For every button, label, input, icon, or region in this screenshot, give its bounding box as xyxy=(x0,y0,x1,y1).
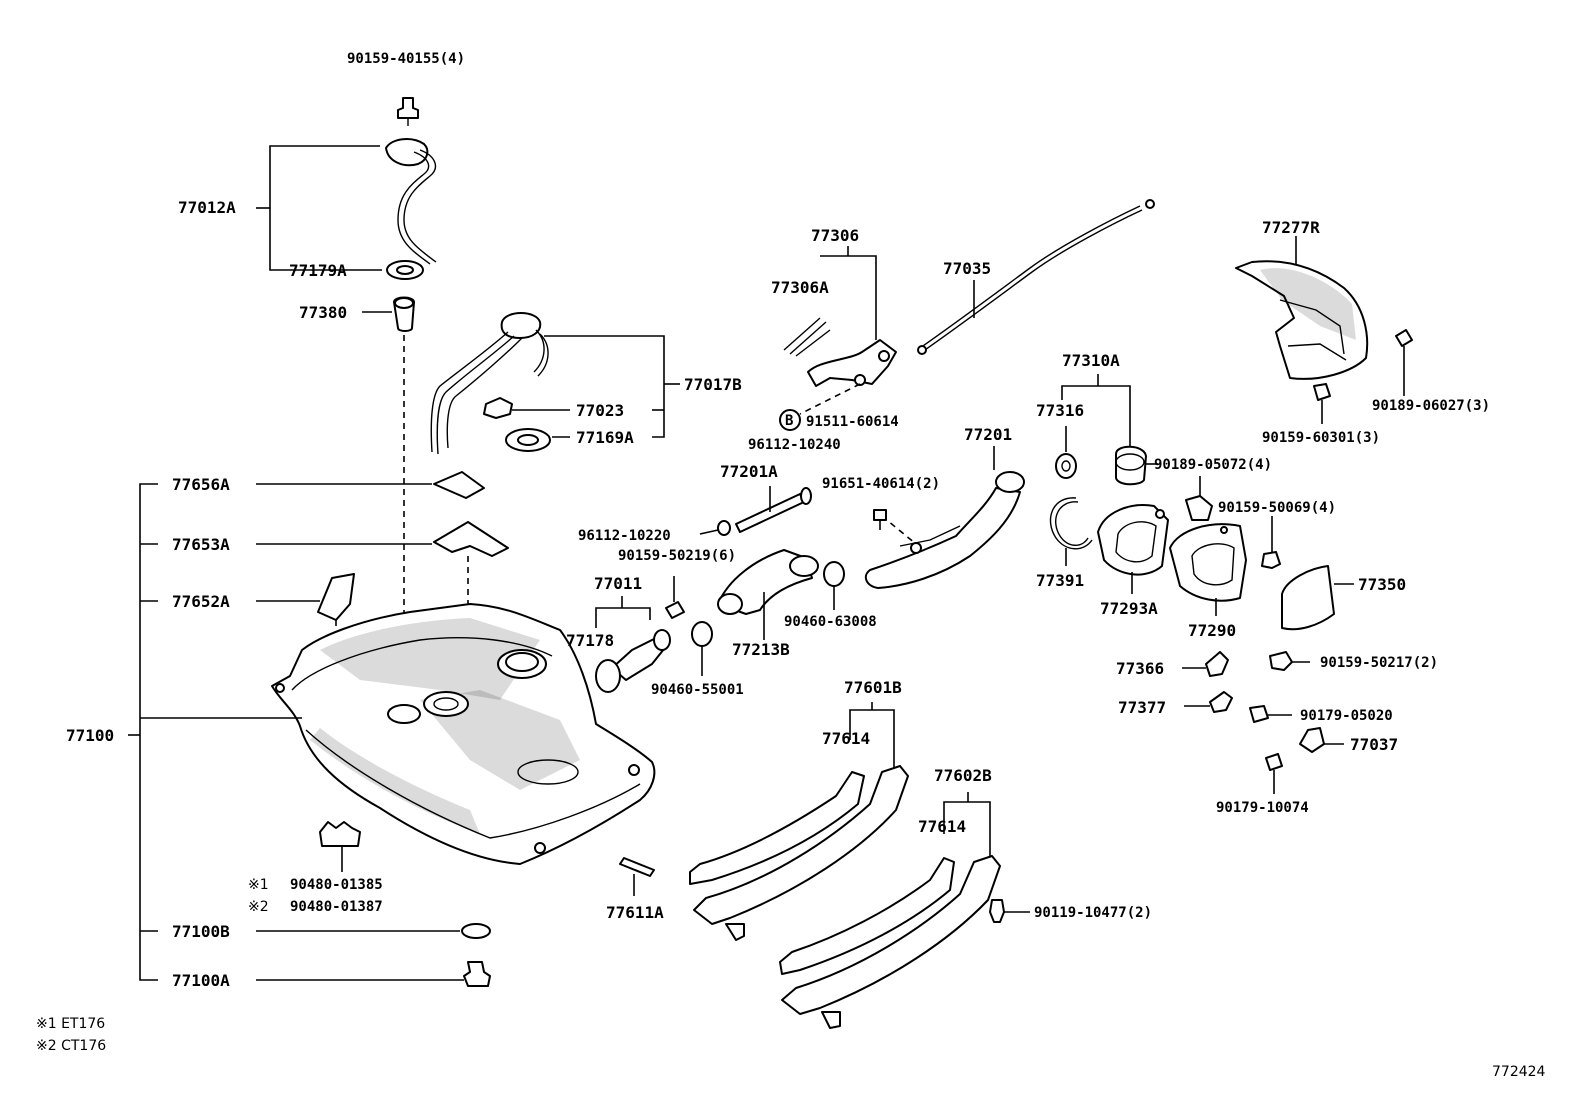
tank-band-group xyxy=(619,702,1030,1029)
label-77380: 77380 xyxy=(299,303,347,322)
label-77023: 77023 xyxy=(576,401,624,420)
label-77100B: 77100B xyxy=(172,922,230,941)
fuel-tank-group xyxy=(128,471,656,987)
label-90189-06027: 90189-06027(3) xyxy=(1372,398,1490,414)
label-77614-upper: 77614 xyxy=(822,729,870,748)
label-77179A: 77179A xyxy=(289,261,347,280)
legend-line-2: ※2 CT176 xyxy=(36,1038,106,1054)
label-90159-60301: 90159-60301(3) xyxy=(1262,430,1380,446)
label-91511-60614: 91511-60614 xyxy=(806,414,899,430)
label-77306A: 77306A xyxy=(771,278,829,297)
label-90189-05072: 90189-05072(4) xyxy=(1154,457,1272,473)
marker-circle-b: B xyxy=(785,413,793,429)
figure-number: 772424 xyxy=(1492,1064,1546,1080)
legend-line-1: ※1 ET176 xyxy=(36,1016,105,1032)
label-77614-lower: 77614 xyxy=(918,817,966,836)
label-77601B: 77601B xyxy=(844,678,902,697)
label-77100: 77100 xyxy=(66,726,114,745)
label-90480-01387: 90480-01387 xyxy=(290,899,383,915)
label-77656A: 77656A xyxy=(172,475,230,494)
label-90179-10074: 90179-10074 xyxy=(1216,800,1309,816)
filler-pipe-group xyxy=(595,199,1155,693)
part-labels: 90159-40155(4) 77012A 77179A 77380 77017… xyxy=(66,51,1490,990)
legend: ※1 ET176 ※2 CT176 xyxy=(36,1016,106,1054)
label-90159-40155: 90159-40155(4) xyxy=(347,51,465,67)
label-90460-55001: 90460-55001 xyxy=(651,682,744,698)
note-marker-1: ※1 xyxy=(248,877,269,893)
label-77652A: 77652A xyxy=(172,592,230,611)
label-77377: 77377 xyxy=(1118,698,1166,717)
filler-door-group xyxy=(1049,236,1413,794)
label-77201A: 77201A xyxy=(720,462,778,481)
label-96112-10240: 96112-10240 xyxy=(748,437,841,453)
label-77306: 77306 xyxy=(811,226,859,245)
label-90159-50069: 90159-50069(4) xyxy=(1218,500,1336,516)
label-77602B: 77602B xyxy=(934,766,992,785)
label-77178: 77178 xyxy=(566,631,614,650)
label-77213B: 77213B xyxy=(732,640,790,659)
label-77277R: 77277R xyxy=(1262,218,1320,237)
label-77169A: 77169A xyxy=(576,428,634,447)
label-77293A: 77293A xyxy=(1100,599,1158,618)
label-77653A: 77653A xyxy=(172,535,230,554)
label-77290: 77290 xyxy=(1188,621,1236,640)
label-96112-10220: 96112-10220 xyxy=(578,528,671,544)
label-77011: 77011 xyxy=(594,574,642,593)
label-77350: 77350 xyxy=(1358,575,1406,594)
label-77037: 77037 xyxy=(1350,735,1398,754)
label-90159-50219: 90159-50219(6) xyxy=(618,548,736,564)
label-90480-01385: 90480-01385 xyxy=(290,877,383,893)
label-90460-63008: 90460-63008 xyxy=(784,614,877,630)
label-91651-40614: 91651-40614(2) xyxy=(822,476,940,492)
fuel-pump-tube-group xyxy=(430,312,680,455)
label-77035: 77035 xyxy=(943,259,991,278)
label-77201: 77201 xyxy=(964,425,1012,444)
label-90159-50217: 90159-50217(2) xyxy=(1320,655,1438,671)
label-77100A: 77100A xyxy=(172,971,230,990)
label-77017B: 77017B xyxy=(684,375,742,394)
label-77611A: 77611A xyxy=(606,903,664,922)
label-77012A: 77012A xyxy=(178,198,236,217)
label-77366: 77366 xyxy=(1116,659,1164,678)
label-77310A: 77310A xyxy=(1062,351,1120,370)
label-90179-05020: 90179-05020 xyxy=(1300,708,1393,724)
note-marker-2: ※2 xyxy=(248,899,269,915)
label-77391: 77391 xyxy=(1036,571,1084,590)
label-90119-10477: 90119-10477(2) xyxy=(1034,905,1152,921)
label-77316: 77316 xyxy=(1036,401,1084,420)
